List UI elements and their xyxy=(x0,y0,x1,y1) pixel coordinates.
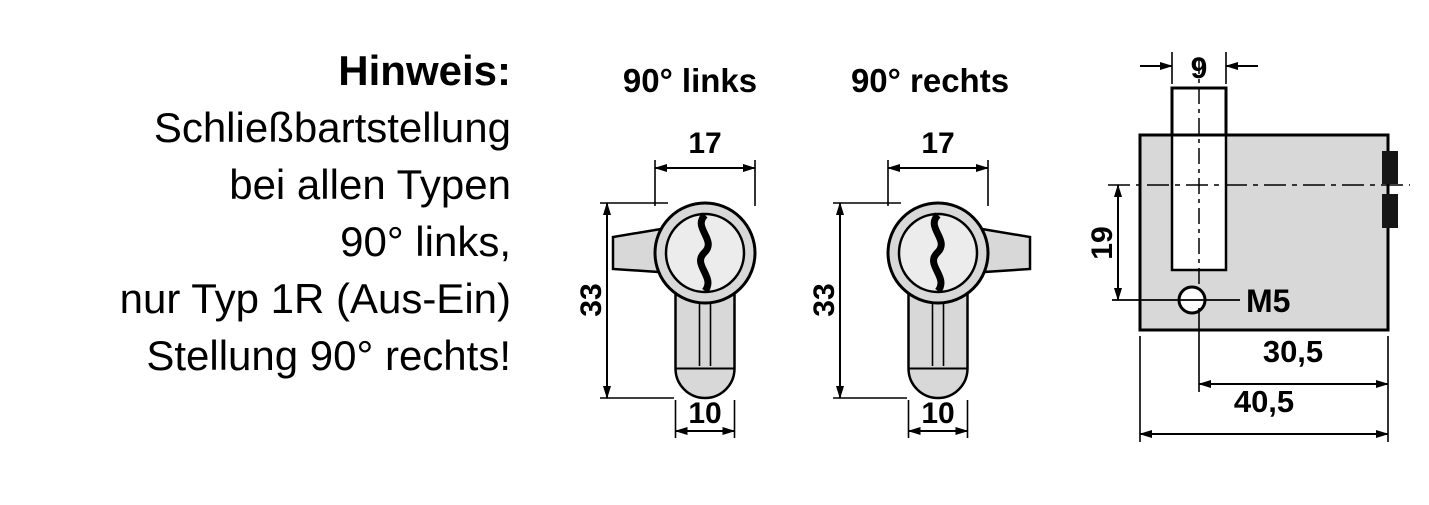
dim-33-label: 33 xyxy=(575,283,608,316)
note-line: bei allen Typen xyxy=(229,161,511,208)
dim-17-label: 17 xyxy=(921,127,954,160)
dim-9-label: 9 xyxy=(1191,52,1208,85)
cylinder-body xyxy=(674,293,736,400)
dim-10-label: 10 xyxy=(688,397,721,430)
front-rechts-title: 90° rechts xyxy=(851,62,1009,99)
dim-17-label: 17 xyxy=(688,127,721,160)
dim-33-label: 33 xyxy=(808,283,841,316)
right-end-detail xyxy=(1382,151,1398,184)
cylinder-body xyxy=(907,293,969,400)
dim-19-label: 19 xyxy=(1086,226,1119,259)
dim-height: 33 xyxy=(808,202,907,399)
front-view-rechts: 90° rechts 17 33 10 xyxy=(808,62,1032,438)
keyway-profile-icon xyxy=(697,212,712,294)
dim-width-top: 17 xyxy=(887,127,989,206)
front-view-links: 90° links 17 33 xyxy=(575,62,757,438)
note-line: nur Typ 1R (Aus-Ein) xyxy=(119,275,511,322)
dim-10-label: 10 xyxy=(921,397,954,430)
dim-width-top: 17 xyxy=(654,127,756,206)
note-title: Hinweis: xyxy=(338,47,511,94)
dim-from-cam-center: 30,5 xyxy=(1198,308,1389,442)
note-line: 90° links, xyxy=(340,218,511,265)
dim-30-5-label: 30,5 xyxy=(1263,334,1323,369)
dim-40-5-label: 40,5 xyxy=(1234,384,1294,419)
keyway-profile-icon xyxy=(930,212,945,294)
note-line: Schließbartstellung xyxy=(153,104,511,151)
note-line: Stellung 90° rechts! xyxy=(146,332,511,379)
dim-width-bottom: 10 xyxy=(907,397,969,438)
front-links-title: 90° links xyxy=(623,62,757,99)
side-view: M5 9 19 30,5 40,5 xyxy=(1086,52,1410,442)
dim-width-bottom: 10 xyxy=(674,397,736,438)
dim-cam-width: 9 xyxy=(1140,52,1258,85)
dim-height: 33 xyxy=(575,202,674,399)
m5-label: M5 xyxy=(1246,283,1290,319)
dim-center-to-screw: 19 xyxy=(1086,184,1122,301)
note-block: Hinweis: Schließbartstellung bei allen T… xyxy=(15,42,511,384)
right-end-detail xyxy=(1382,194,1398,228)
dim-total-length: 40,5 xyxy=(1139,336,1389,442)
